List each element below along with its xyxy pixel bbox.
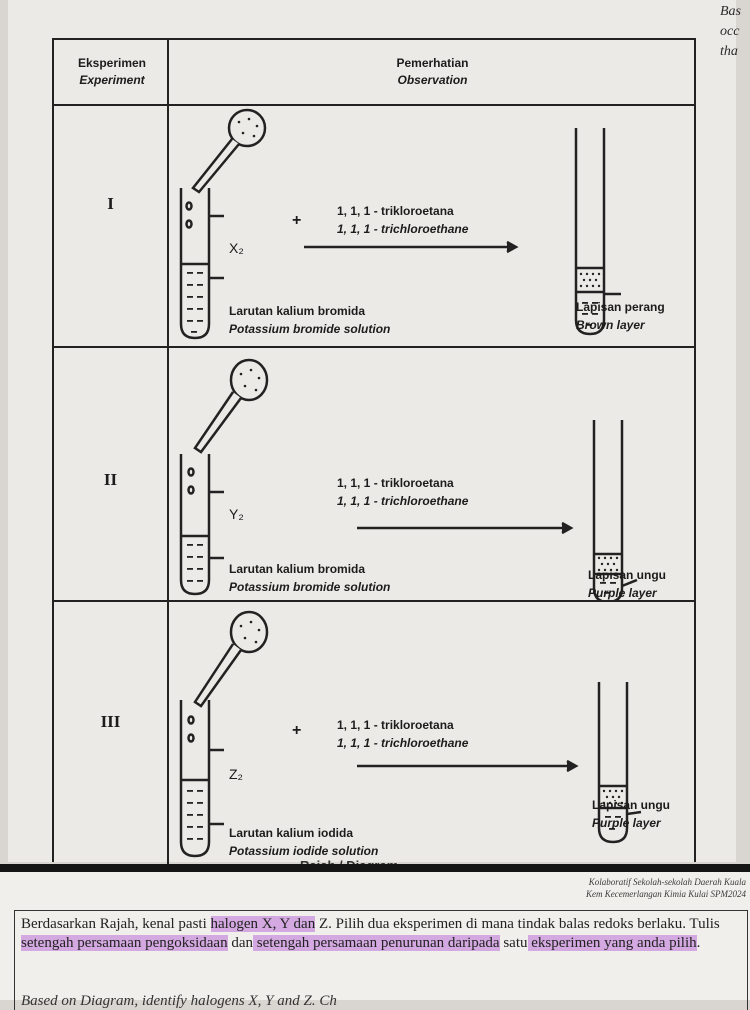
footer-line: Kem Kecemerlangan Kimia Kulai SPM2024 xyxy=(586,889,746,899)
layer-label-en: Purple layer xyxy=(592,816,661,830)
solvent-label-ms: 1, 1, 1 - trikloroetana xyxy=(337,476,454,490)
solvent-label-ms: 1, 1, 1 - trikloroetana xyxy=(337,204,454,218)
experiment-numeral: III xyxy=(100,712,121,731)
margin-word: tha xyxy=(720,44,738,59)
highlighted-text: setengah persamaan penurunan daripada xyxy=(253,935,500,951)
lower-page: Kolaboratif Sekolah-sekolah Daerah Kuala… xyxy=(0,872,750,1010)
plus-sign: + xyxy=(292,722,302,739)
highlighted-text: eksperimen yang anda pilih xyxy=(527,935,697,951)
solution-label-ms: Larutan kalium iodida xyxy=(229,826,354,840)
apparatus-diagram-1 xyxy=(179,108,621,340)
experiment-table: Eksperimen Experiment Pemerhatian Observ… xyxy=(52,38,696,864)
experiment-column-header: Eksperimen Experiment xyxy=(77,56,147,87)
plus-sign: + xyxy=(292,212,302,229)
apparatus-diagram-2 xyxy=(179,358,638,600)
adjacent-page-margin-text: Bas occ tha xyxy=(720,2,750,62)
halogen-label: Z₂ xyxy=(229,766,243,782)
solvent-label-en: 1, 1, 1 - trichloroethane xyxy=(337,222,469,236)
margin-word: Bas xyxy=(720,4,741,19)
question-box: Berdasarkan Rajah, kenal pasti halogen X… xyxy=(14,910,748,1010)
experiment-row-1: I xyxy=(54,106,694,348)
upper-page xyxy=(8,0,736,862)
experiment-row-3: III xyxy=(54,602,694,864)
solvent-label-en: 1, 1, 1 - trichloroethane xyxy=(337,494,469,508)
layer-label-en: Brown layer xyxy=(576,318,645,332)
question-text-ms: Berdasarkan Rajah, kenal pasti halogen X… xyxy=(21,916,720,951)
highlighted-text: halogen X, Y dan xyxy=(210,916,316,932)
layer-label-ms: Lapisan ungu xyxy=(588,568,666,582)
question-text-en: Based on Diagram, identify halogens X, Y… xyxy=(21,993,337,1009)
halogen-label: X₂ xyxy=(229,240,244,256)
table-header-row: Eksperimen Experiment Pemerhatian Observ… xyxy=(54,40,694,106)
solution-label-en: Potassium bromide solution xyxy=(229,580,391,594)
page-gap xyxy=(0,864,750,872)
solvent-label-en: 1, 1, 1 - trichloroethane xyxy=(337,736,469,750)
solution-label-ms: Larutan kalium bromida xyxy=(229,304,366,318)
solution-label-en: Potassium bromide solution xyxy=(229,322,391,336)
highlighted-text: setengah persamaan pengoksidaan xyxy=(21,935,228,951)
footer-notes: Kolaboratif Sekolah-sekolah Daerah Kuala… xyxy=(586,876,746,900)
footer-line: Kolaboratif Sekolah-sekolah Daerah Kuala xyxy=(588,877,746,887)
layer-label-en: Purple layer xyxy=(588,586,657,600)
layer-label-ms: Lapisan ungu xyxy=(592,798,670,812)
experiment-numeral: I xyxy=(107,194,114,213)
solution-label-en: Potassium iodide solution xyxy=(229,844,379,858)
margin-word: occ xyxy=(720,24,740,39)
experiment-numeral: II xyxy=(103,470,118,489)
solvent-label-ms: 1, 1, 1 - trikloroetana xyxy=(337,718,454,732)
experiment-row-2: II xyxy=(54,348,694,602)
apparatus-diagram-3 xyxy=(179,610,642,858)
halogen-label: Y₂ xyxy=(229,506,244,522)
solution-label-ms: Larutan kalium bromida xyxy=(229,562,366,576)
observation-column-header: Pemerhatian Observation xyxy=(396,56,469,87)
layer-label-ms: Lapisan perang xyxy=(576,300,665,314)
column-divider xyxy=(167,40,169,864)
